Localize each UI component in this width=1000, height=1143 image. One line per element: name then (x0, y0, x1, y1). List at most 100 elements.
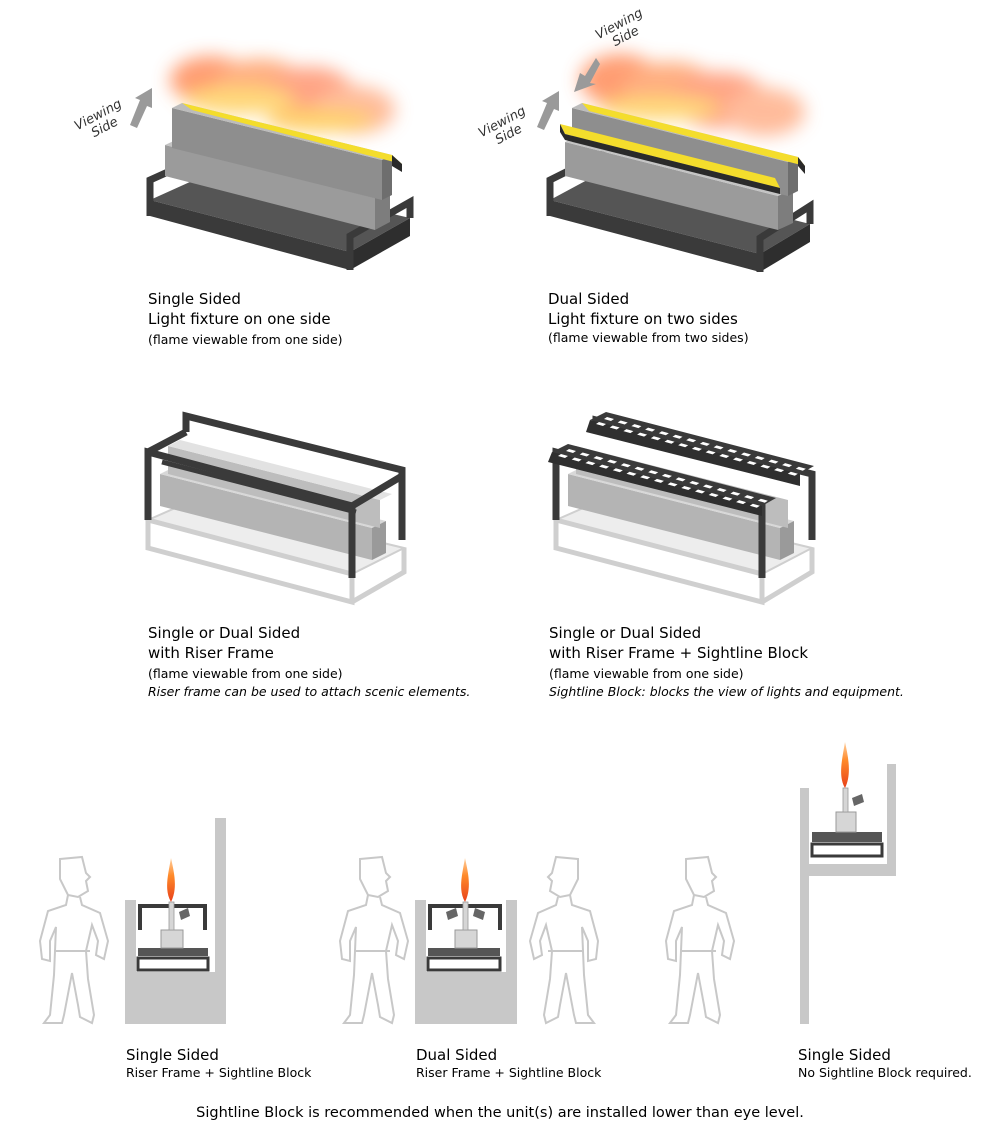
caption-italic-note: Riser frame can be used to attach scenic… (148, 684, 471, 699)
grate-hole (703, 484, 713, 489)
grate-hole (736, 500, 747, 505)
sightline-block-illustration (548, 412, 816, 606)
light-fixture (182, 103, 402, 164)
light-fixture (560, 124, 780, 188)
light-fixture (582, 103, 805, 166)
person-figure-center-left (338, 855, 410, 1025)
grate-hole (648, 470, 659, 475)
caption-subtitle: with Riser Frame + Sightline Block (549, 644, 809, 662)
grate-hole (637, 432, 648, 437)
grate-hole (705, 450, 716, 455)
grate-hole (691, 446, 702, 451)
viewing-arrow (537, 91, 559, 130)
riser-frame-illustration (144, 411, 407, 606)
grate-hole (566, 449, 576, 453)
grate-hole (661, 473, 672, 478)
grate-hole (787, 471, 798, 476)
grate-hole (733, 457, 743, 462)
grate-hole (746, 461, 757, 466)
grate-hole (782, 463, 793, 468)
grate-hole (604, 417, 614, 421)
grate-hole (708, 493, 719, 498)
dual-sided-unit-illustration (537, 54, 814, 272)
grate-hole (640, 475, 651, 480)
grate-hole (795, 466, 806, 471)
caption-subtitle: with Riser Frame (148, 644, 274, 662)
grate-hole (744, 495, 755, 500)
person-figure-center-right (528, 855, 600, 1025)
caption-subtitle: Riser Frame + Sightline Block (416, 1065, 602, 1080)
grate-hole (774, 468, 785, 473)
grate-hole (607, 459, 618, 464)
viewing-arrow (130, 88, 152, 128)
dual-sided-cross-section (415, 858, 517, 1024)
lower-block (165, 145, 375, 230)
grate-hole (667, 482, 678, 487)
lower-block (565, 142, 778, 230)
grate-hole (719, 453, 730, 458)
footer-note: Sightline Block is recommended when the … (196, 1105, 804, 1121)
grate-hole (749, 503, 760, 508)
grate-hole (675, 477, 686, 482)
wall-section (125, 818, 226, 1024)
riser-frame (144, 411, 406, 578)
grate-hole (760, 464, 771, 469)
grate-hole (571, 457, 582, 462)
grate-hole (754, 456, 765, 461)
caption-note: (flame viewable from two sides) (548, 330, 749, 345)
grate-hole (741, 452, 751, 457)
grate-hole (612, 468, 623, 473)
wall-section (415, 900, 517, 1024)
lower-block (568, 474, 780, 560)
grate-hole (579, 452, 590, 457)
caption-title: Single or Dual Sided (148, 624, 301, 642)
grate-hole (716, 488, 727, 493)
base-tray (150, 172, 410, 252)
grate-hole (596, 422, 606, 426)
grate-hole (699, 441, 710, 446)
grate-hole (634, 466, 645, 471)
caption-subtitle: Light fixture on one side (148, 310, 331, 328)
grate-hole (722, 496, 733, 501)
grate-hole (631, 424, 642, 429)
grate-hole (689, 480, 700, 485)
caption-title: Single Sided (126, 1046, 219, 1064)
caption-note: (flame viewable from one side) (148, 666, 343, 681)
grate-hole (585, 461, 596, 466)
caption-note: (flame viewable from one side) (148, 332, 343, 347)
single-sided-cross-section (125, 818, 226, 1024)
caption-title: Single or Dual Sided (549, 624, 702, 642)
raised-single-sided-cross-section (800, 742, 896, 1024)
person-figure-left (38, 855, 110, 1025)
grate-hole (609, 425, 620, 430)
single-sided-unit-illustration (130, 56, 414, 270)
base-tray (550, 172, 810, 254)
grate-hole (730, 491, 741, 496)
grate-hole (768, 459, 779, 464)
grate-hole (695, 489, 705, 494)
grate-hole (658, 431, 669, 436)
lower-block (160, 474, 372, 560)
grate-hole (664, 439, 675, 444)
grate-hole (727, 448, 738, 453)
grate-hole (620, 463, 631, 468)
viewing-arrow (574, 58, 600, 92)
upper-block (172, 108, 382, 200)
caption-title: Single Sided (798, 1046, 891, 1064)
flame-cloud (170, 56, 395, 134)
grate-hole (681, 485, 692, 490)
grate-hole (599, 464, 610, 469)
caption-title: Single Sided (148, 290, 241, 308)
flame (841, 742, 849, 788)
grate-hole (713, 445, 724, 450)
caption-italic-note: Sightline Block: blocks the view of ligh… (549, 684, 904, 699)
grate-hole (650, 436, 661, 441)
grate-hole (672, 434, 683, 439)
grate-hole (617, 420, 628, 425)
grate-hole (626, 471, 637, 476)
grate-hole (686, 438, 697, 443)
caption-subtitle: Light fixture on two sides (548, 310, 738, 328)
caption-title: Dual Sided (548, 290, 630, 308)
flame-cloud (580, 54, 805, 136)
